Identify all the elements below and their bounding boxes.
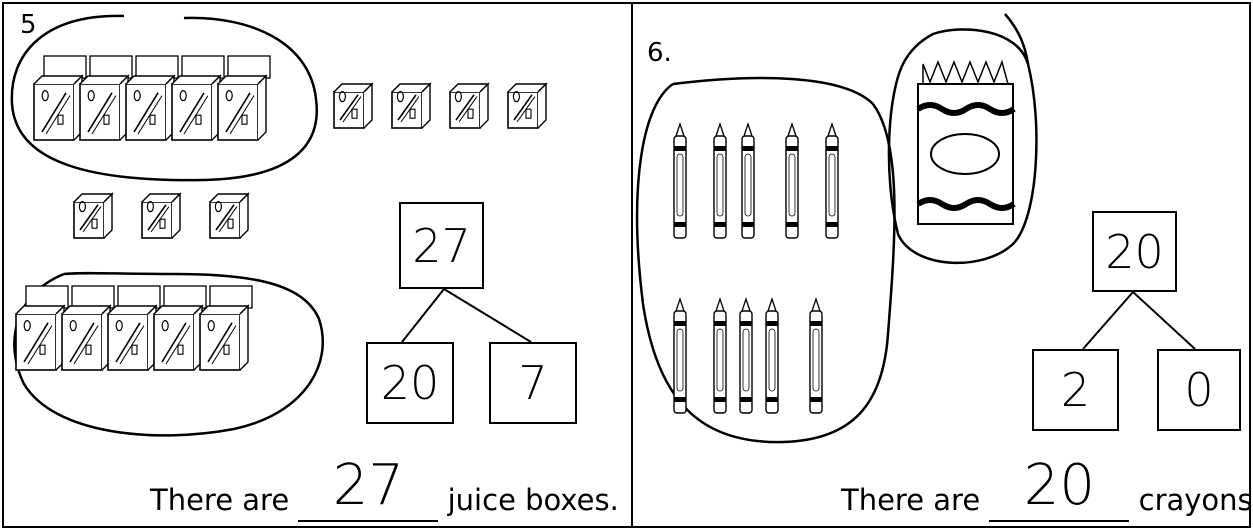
juice-box-icon	[33, 74, 84, 141]
answer-sentence: There are 20 crayons.	[841, 458, 1253, 522]
bond-part-left-box: 2	[1032, 349, 1119, 431]
juice-box-icon	[171, 74, 222, 141]
bond-whole-box: 27	[399, 202, 484, 289]
juice-box-ten-pack	[15, 285, 253, 371]
juice-box-icon	[209, 192, 250, 239]
juice-box-icon	[199, 304, 250, 371]
crayon-row	[673, 121, 839, 239]
hand-drawn-circle	[13, 271, 324, 437]
sentence-suffix: juice boxes.	[447, 483, 619, 517]
loose-juice-boxes	[333, 82, 548, 129]
answer-blank: 27	[298, 458, 439, 522]
answer-blank: 20	[989, 458, 1130, 522]
bond-line	[443, 288, 532, 343]
answer-sentence: There are 27 juice boxes.	[150, 458, 619, 522]
problem-number: 6.	[647, 38, 672, 68]
crayon-icon	[673, 121, 687, 239]
crayon-icon	[785, 121, 799, 239]
bond-line	[401, 288, 445, 343]
crayon-row	[673, 296, 823, 414]
hand-drawn-circle	[635, 76, 896, 444]
juice-box-icon	[153, 304, 204, 371]
juice-box-icon	[391, 82, 432, 129]
hand-drawn-circle	[887, 28, 1038, 265]
juice-box-icon	[73, 192, 114, 239]
bond-line	[1132, 291, 1196, 350]
juice-box-icon	[141, 192, 182, 239]
bond-line	[1082, 291, 1134, 350]
problem-5-drawing	[10, 14, 548, 437]
sentence-suffix: crayons.	[1138, 483, 1253, 517]
juice-box-icon	[449, 82, 490, 129]
crayon-icon	[713, 296, 727, 414]
juice-box-icon	[333, 82, 374, 129]
bond-part-right-box: 7	[489, 342, 577, 424]
juice-box-icon	[15, 304, 66, 371]
juice-box-icon	[107, 304, 158, 371]
crayon-icon	[809, 296, 823, 414]
juice-box-ten-pack	[33, 55, 271, 141]
crayon-icon	[765, 296, 779, 414]
problem-5-panel: 5 27 20 7 There are 27 juice boxes.	[2, 2, 633, 528]
juice-box-icon	[507, 82, 548, 129]
problem-number: 5	[20, 10, 37, 40]
problem-6-drawing	[635, 13, 1196, 444]
bond-part-right-box: 0	[1157, 349, 1241, 431]
juice-box-icon	[125, 74, 176, 141]
handwritten-answer: 27	[332, 453, 405, 518]
crayon-icon	[713, 121, 727, 239]
crayon-icon	[673, 296, 687, 414]
loose-juice-boxes	[73, 192, 250, 239]
crayon-icon	[739, 296, 753, 414]
handwritten-answer: 20	[1023, 453, 1096, 518]
bond-part-left-box: 20	[366, 342, 454, 424]
hand-drawn-circle	[10, 14, 319, 182]
juice-box-icon	[217, 74, 268, 141]
bond-whole-box: 20	[1092, 211, 1177, 292]
sentence-prefix: There are	[841, 483, 981, 517]
sentence-prefix: There are	[150, 483, 290, 517]
problem-6-panel: 6. 20 2 0 There are	[631, 2, 1253, 528]
juice-box-icon	[61, 304, 112, 371]
crayon-icon	[825, 121, 839, 239]
crayon-icon	[741, 121, 755, 239]
juice-box-icon	[79, 74, 130, 141]
hand-drawn-circle-tail	[1004, 13, 1030, 65]
crayon-box-icon	[916, 59, 1016, 225]
